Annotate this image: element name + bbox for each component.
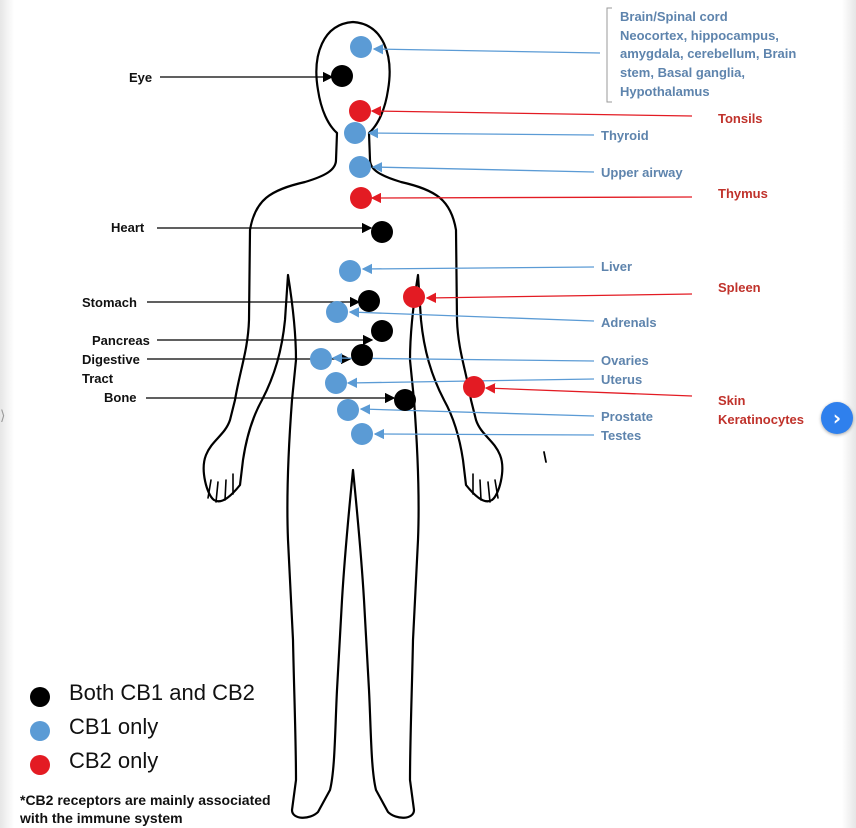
cb1-labels: Brain/Spinal cord Neocortex, hippocampus… xyxy=(601,9,796,443)
label-keratinocytes: Keratinocytes xyxy=(718,412,804,427)
marker-bone xyxy=(394,389,416,411)
label-liver: Liver xyxy=(601,259,632,274)
marker-thymus xyxy=(350,187,372,209)
footnote: *CB2 receptors are mainly associated wit… xyxy=(19,792,271,826)
label-thymus: Thymus xyxy=(718,186,768,201)
marker-heart xyxy=(371,221,393,243)
label-brain-3: amygdala, cerebellum, Brain xyxy=(620,46,796,61)
label-stomach: Stomach xyxy=(82,295,137,310)
footnote-line-2: with the immune system xyxy=(19,810,183,826)
prostate-arrow xyxy=(361,409,594,416)
marker-eye xyxy=(331,65,353,87)
legend-label-both: Both CB1 and CB2 xyxy=(69,680,255,705)
upper-airway-arrow xyxy=(373,167,594,172)
chevron-right-icon: › xyxy=(833,406,841,430)
label-testes: Testes xyxy=(601,428,641,443)
tonsils-arrow xyxy=(372,111,692,116)
skin-arrow xyxy=(486,388,692,396)
label-brain-5: Hypothalamus xyxy=(620,84,710,99)
label-brain-2: Neocortex, hippocampus, xyxy=(620,28,779,43)
liver-arrow xyxy=(363,267,594,269)
marker-ovaries xyxy=(310,348,332,370)
chevron-left-icon[interactable]: ⟩ xyxy=(0,408,5,424)
label-upper-airway: Upper airway xyxy=(601,165,683,180)
marker-liver xyxy=(339,260,361,282)
marker-testes xyxy=(351,423,373,445)
label-prostate: Prostate xyxy=(601,409,653,424)
footnote-line-1: *CB2 receptors are mainly associated xyxy=(20,792,271,808)
label-tonsils: Tonsils xyxy=(718,111,763,126)
marker-thyroid xyxy=(344,122,366,144)
marker-upper-airway xyxy=(349,156,371,178)
label-skin: Skin xyxy=(718,393,746,408)
testes-arrow xyxy=(375,434,594,435)
marker-uterus xyxy=(325,372,347,394)
human-body-outline xyxy=(204,22,546,818)
brain-arrow xyxy=(374,49,600,53)
marker-stomach xyxy=(358,290,380,312)
label-uterus: Uterus xyxy=(601,372,642,387)
marker-adrenals xyxy=(326,301,348,323)
legend-swatch-cb1 xyxy=(30,721,50,741)
legend-label-cb2: CB2 only xyxy=(69,748,158,773)
label-tract: Tract xyxy=(82,371,114,386)
marker-spleen xyxy=(403,286,425,308)
next-image-button[interactable]: › xyxy=(821,402,853,434)
left-labels: Eye Heart Stomach Pancreas Digestive Tra… xyxy=(82,70,152,405)
label-thyroid: Thyroid xyxy=(601,128,649,143)
label-digestive: Digestive xyxy=(82,352,140,367)
label-heart: Heart xyxy=(111,220,145,235)
thymus-arrow xyxy=(372,197,692,198)
thyroid-arrow xyxy=(369,133,594,135)
adrenals-arrow xyxy=(350,312,594,321)
cb2-labels: Tonsils Thymus Spleen Skin Keratinocytes xyxy=(718,111,804,427)
marker-skin-keratinocytes xyxy=(463,376,485,398)
label-brain-4: stem, Basal ganglia, xyxy=(620,65,745,80)
label-bone: Bone xyxy=(104,390,137,405)
marker-tonsils xyxy=(349,100,371,122)
label-spleen: Spleen xyxy=(718,280,761,295)
label-eye: Eye xyxy=(129,70,152,85)
legend-swatch-both xyxy=(30,687,50,707)
label-brain-1: Brain/Spinal cord xyxy=(620,9,728,24)
marker-prostate xyxy=(337,399,359,421)
cb1-arrows xyxy=(333,8,612,435)
spleen-arrow xyxy=(427,294,692,298)
legend-swatch-cb2 xyxy=(30,755,50,775)
marker-pancreas xyxy=(371,320,393,342)
marker-digestive-tract xyxy=(351,344,373,366)
label-adrenals: Adrenals xyxy=(601,315,657,330)
legend-label-cb1: CB1 only xyxy=(69,714,158,739)
legend: Both CB1 and CB2 CB1 only CB2 only xyxy=(30,680,255,775)
label-pancreas: Pancreas xyxy=(92,333,150,348)
receptor-markers xyxy=(310,36,485,445)
label-ovaries: Ovaries xyxy=(601,353,649,368)
marker-brain-spinal-cord xyxy=(350,36,372,58)
